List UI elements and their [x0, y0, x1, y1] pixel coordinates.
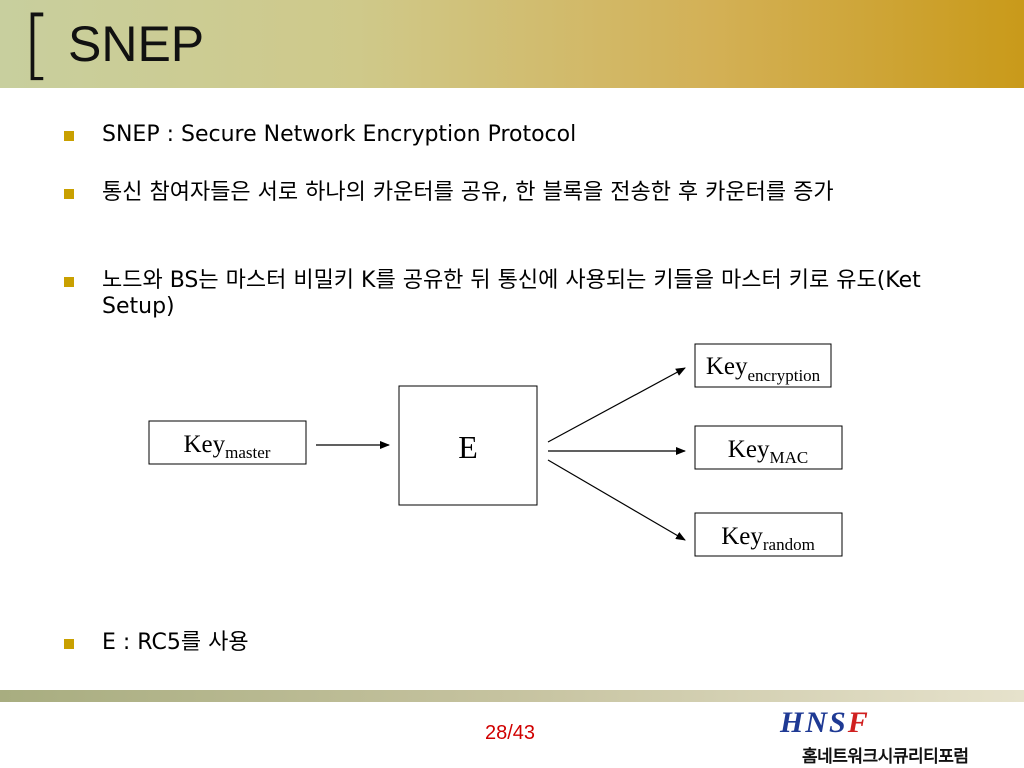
logo-subtitle: 홈네트워크시큐리티포럼 — [802, 747, 969, 767]
page-number: 28/43 — [484, 722, 536, 744]
key-random-sub: random — [763, 535, 815, 554]
arrow-to-key-random — [547, 459, 686, 541]
key-encryption-box: Keyencryption — [694, 343, 832, 388]
key-master-label: Keymaster — [184, 431, 271, 462]
logo-wordmark: HNSF — [780, 706, 870, 740]
logo-wordmark-b: F — [847, 706, 870, 739]
encryption-function-box: E — [398, 385, 538, 506]
bullet-text: E : RC5를 사용 — [102, 630, 249, 655]
key-random-label: Keyrandom — [721, 523, 815, 554]
key-master-sub: master — [225, 443, 271, 462]
key-random-base: Key — [721, 523, 763, 550]
key-master-base: Key — [184, 431, 226, 458]
key-mac-label: KeyMAC — [728, 436, 808, 467]
bullet-square-icon — [64, 277, 74, 287]
arrow-to-key-encryption — [547, 367, 686, 443]
slide-title: SNEP — [68, 16, 205, 72]
bullet-text: SNEP : Secure Network Encryption Protoco… — [102, 122, 577, 147]
footer-divider — [0, 690, 1024, 702]
bullet-square-icon — [64, 189, 74, 199]
bullet-square-icon — [64, 639, 74, 649]
key-mac-base: Key — [728, 436, 770, 463]
logo-wordmark-a: HNS — [780, 706, 848, 739]
key-encryption-sub: encryption — [747, 366, 820, 385]
bullet-text: 통신 참여자들은 서로 하나의 카운터를 공유, 한 블록을 전송한 후 카운터… — [102, 180, 834, 205]
key-encryption-label: Keyencryption — [706, 353, 821, 385]
key-random-box: Keyrandom — [694, 512, 843, 557]
key-encryption-base: Key — [706, 353, 748, 380]
title-bracket: [ — [22, 0, 52, 88]
bullet-text: 노드와 BS는 마스터 비밀키 K를 공유한 뒤 통신에 사용되는 키들을 마스… — [102, 268, 921, 319]
hnsf-logo: HNSF 홈네트워크시큐리티포럼 — [776, 706, 1016, 767]
key-master-box: Keymaster — [148, 420, 307, 465]
title-bar: [ SNEP — [0, 0, 1024, 88]
function-label: E — [458, 429, 478, 465]
bullet-square-icon — [64, 131, 74, 141]
key-mac-sub: MAC — [769, 448, 808, 467]
key-mac-box: KeyMAC — [694, 425, 843, 470]
